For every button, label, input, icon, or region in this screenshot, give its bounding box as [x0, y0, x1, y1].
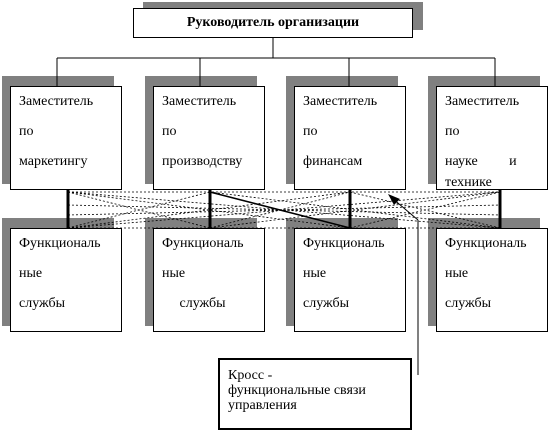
- service-line: службы: [162, 296, 226, 311]
- note-arrow-head: [388, 194, 400, 205]
- service-box-2: Функциональ ные службы: [153, 228, 265, 332]
- deputy-line: Заместитель: [445, 94, 520, 109]
- deputy-box-production: Заместитель по производству: [153, 86, 265, 190]
- deputy-line: Заместитель: [162, 94, 237, 109]
- service-line: ные: [445, 266, 469, 281]
- cross-links: [67, 191, 501, 229]
- deputy-line: финансам: [303, 154, 363, 169]
- service-line: службы: [303, 296, 350, 311]
- service-line: ные: [162, 266, 186, 281]
- deputy-line: Заместитель: [303, 94, 378, 109]
- service-box-3: Функциональ ные службы: [294, 228, 406, 332]
- deputy-box-science: Заместитель по науке и технике: [436, 86, 548, 190]
- service-line: ные: [303, 266, 327, 281]
- deputy-line: по: [162, 124, 177, 139]
- service-line: службы: [445, 296, 492, 311]
- deputy-box-finance: Заместитель по финансам: [294, 86, 406, 190]
- deputy-line: по: [19, 124, 34, 139]
- note-line: управления: [228, 398, 297, 413]
- service-line: службы: [19, 296, 66, 311]
- service-line: Функциональ: [445, 236, 527, 251]
- service-line: Функциональ: [19, 236, 101, 251]
- note-line: функциональные связи: [228, 383, 366, 398]
- deputy-line: производству: [162, 154, 243, 169]
- note-line: Кросс -: [228, 368, 273, 383]
- head-box: Руководитель организации: [133, 8, 413, 38]
- deputy-line: маркетингу: [19, 154, 88, 169]
- service-line: Функциональ: [162, 236, 244, 251]
- head-title: Руководитель организации: [186, 15, 360, 30]
- service-box-1: Функциональ ные службы: [10, 228, 122, 332]
- service-line: ные: [19, 266, 43, 281]
- deputy-line: науке и: [445, 154, 517, 169]
- service-box-4: Функциональ ные службы: [436, 228, 548, 332]
- deputy-box-marketing: Заместитель по маркетингу: [10, 86, 122, 190]
- deputy-line: Заместитель: [19, 94, 94, 109]
- service-line: Функциональ: [303, 236, 385, 251]
- deputy-line: по: [303, 124, 318, 139]
- cross-functional-note: Кросс - функциональные связи управления: [218, 358, 412, 430]
- deputy-line: по: [445, 124, 460, 139]
- deputy-line: технике: [445, 175, 492, 190]
